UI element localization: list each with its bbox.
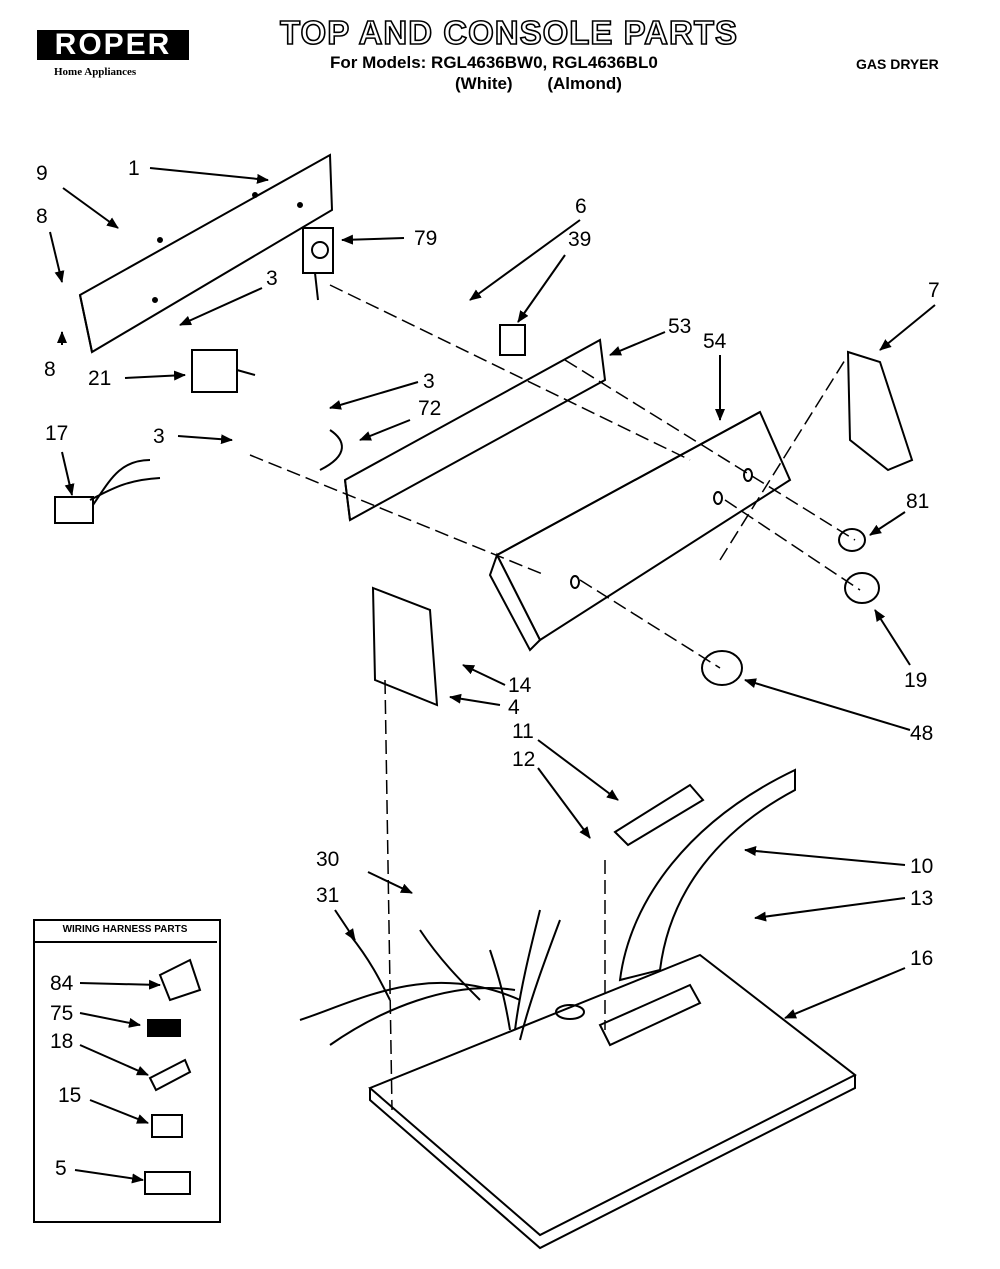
console-bracket-part [343, 338, 607, 522]
callout-19: 19 [904, 669, 927, 692]
callout-5: 5 [55, 1157, 67, 1180]
callout-7: 7 [928, 279, 940, 302]
callout-1: 1 [128, 157, 140, 180]
legend-title: WIRING HARNESS PARTS [33, 919, 217, 943]
logo-tagline: Home Appliances [54, 66, 137, 78]
callout-21: 21 [88, 367, 111, 390]
terminal-block-part [54, 459, 161, 524]
callout-13: 13 [910, 887, 933, 910]
callout-9: 9 [36, 162, 48, 185]
callout-4: 4 [508, 696, 520, 719]
harness-part-84 [158, 958, 202, 1002]
knob-small-part [844, 572, 880, 604]
alignment-lines [249, 284, 861, 1111]
color-white: (White) [455, 74, 513, 93]
end-cap-part [846, 350, 914, 472]
harness-cover-part [618, 768, 796, 982]
callout-14: 14 [508, 674, 532, 697]
callout-39: 39 [568, 228, 591, 251]
callout-11: 11 [512, 720, 534, 743]
callout-16: 16 [910, 947, 933, 970]
callout-54: 54 [703, 330, 727, 353]
filter-cover-part [613, 783, 705, 847]
motor-switch-part [302, 227, 334, 301]
wiring-harness-legend [33, 919, 221, 1223]
timer-knob-part [701, 650, 743, 686]
harness-part-15 [151, 1114, 183, 1138]
roper-logo: ROPER [37, 30, 189, 60]
top-panel-part [368, 953, 857, 1250]
callout-31: 31 [316, 884, 339, 907]
legend-part-icons [144, 958, 202, 1195]
callout-30: 30 [316, 848, 339, 871]
callout-18: 18 [50, 1030, 73, 1053]
harness-part-75 [147, 1019, 181, 1037]
callout-79: 79 [414, 227, 437, 250]
side-panel-part [371, 586, 439, 707]
callout-10: 10 [910, 855, 933, 878]
callout-leaders [49, 167, 936, 1184]
wiring-harness-part [299, 909, 561, 1046]
callout-3b: 3 [153, 425, 165, 448]
models-line: For Models: RGL4636BW0, RGL4636BL0 [330, 53, 658, 72]
callout-84: 84 [50, 972, 74, 995]
wire-part [319, 429, 343, 471]
callout-17: 17 [45, 422, 68, 445]
harness-part-18 [148, 1058, 192, 1092]
harness-part-5 [144, 1171, 191, 1195]
page-title: TOP AND CONSOLE PARTS [279, 13, 738, 52]
dryer-type: GAS DRYER [856, 56, 939, 72]
callout-15: 15 [58, 1084, 81, 1107]
callout-8a: 8 [36, 205, 48, 228]
rear-panel-part [78, 153, 334, 354]
callout-81: 81 [906, 490, 929, 513]
callout-12: 12 [512, 748, 535, 771]
color-almond: (Almond) [547, 74, 622, 93]
callout-53: 53 [668, 315, 691, 338]
callout-8b: 8 [44, 358, 56, 381]
relay-part [499, 324, 526, 356]
console-part [488, 410, 792, 652]
callout-numbers: 1 9 8 8 3 21 17 3 3 72 79 6 39 53 54 7 8… [36, 157, 940, 1180]
callout-3a: 3 [266, 267, 278, 290]
callout-75: 75 [50, 1002, 73, 1025]
callout-72: 72 [418, 397, 441, 420]
color-variants: (White) (Almond) [455, 74, 652, 94]
callout-6: 6 [575, 195, 587, 218]
timer-part [191, 349, 256, 393]
callout-48: 48 [910, 722, 933, 745]
callout-3c: 3 [423, 370, 435, 393]
